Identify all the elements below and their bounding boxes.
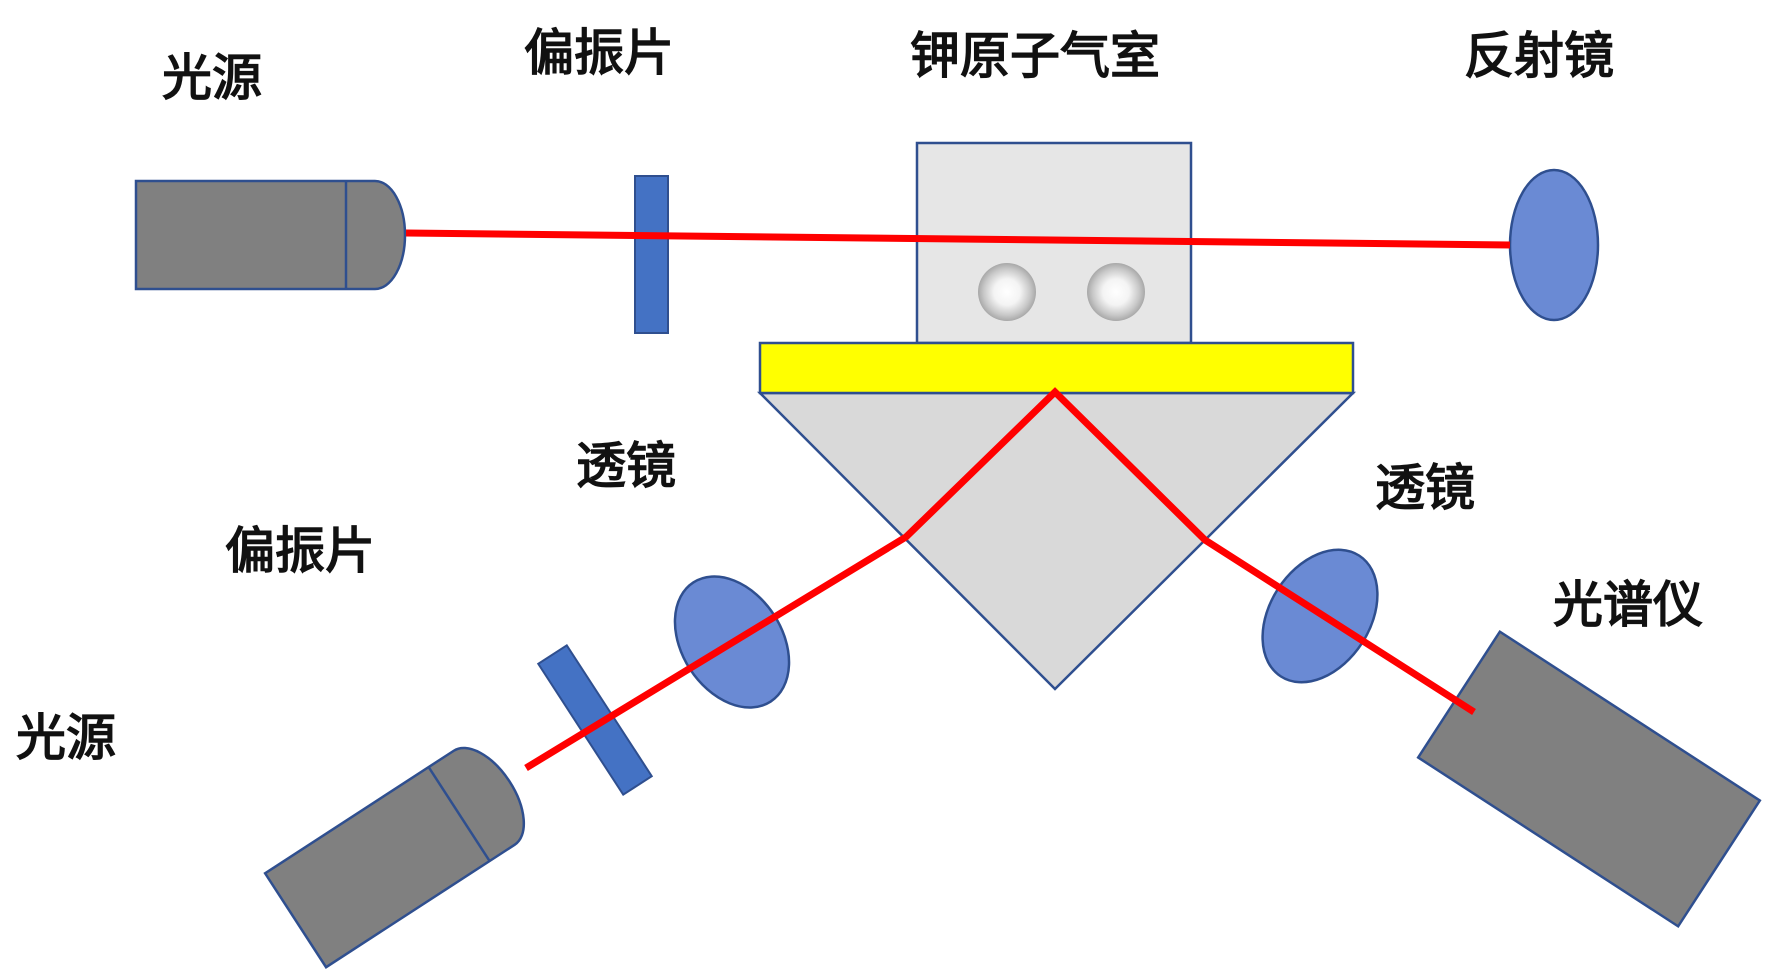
spectrometer-icon xyxy=(1416,629,1762,929)
top-beam xyxy=(405,229,1511,249)
label-lens-left: 透镜 xyxy=(576,436,676,495)
light-source-icon xyxy=(263,746,526,969)
laser-beam xyxy=(405,229,1511,771)
label-mirror: 反射镜 xyxy=(1464,26,1614,85)
top-light-source xyxy=(134,179,407,291)
light-source-icon xyxy=(134,179,407,291)
label-polarizer-top: 偏振片 xyxy=(524,23,674,82)
label-spectrometer: 光谱仪 xyxy=(1553,575,1703,634)
atom-sphere-left xyxy=(978,263,1036,321)
mirror-icon xyxy=(1508,168,1600,322)
polarizer-icon xyxy=(536,643,654,797)
label-source-top: 光源 xyxy=(162,48,262,107)
polarizer-icon xyxy=(634,175,669,334)
label-source-bottom: 光源 xyxy=(16,708,116,767)
atom-sphere-right xyxy=(1087,263,1145,321)
label-vapor-cell: 钾原子气室 xyxy=(910,26,1160,85)
label-lens-right: 透镜 xyxy=(1375,458,1475,517)
bottom-light-source xyxy=(263,746,526,969)
prism-beam xyxy=(524,387,1476,771)
label-polarizer-left: 偏振片 xyxy=(225,521,375,580)
gold-film xyxy=(758,341,1355,395)
